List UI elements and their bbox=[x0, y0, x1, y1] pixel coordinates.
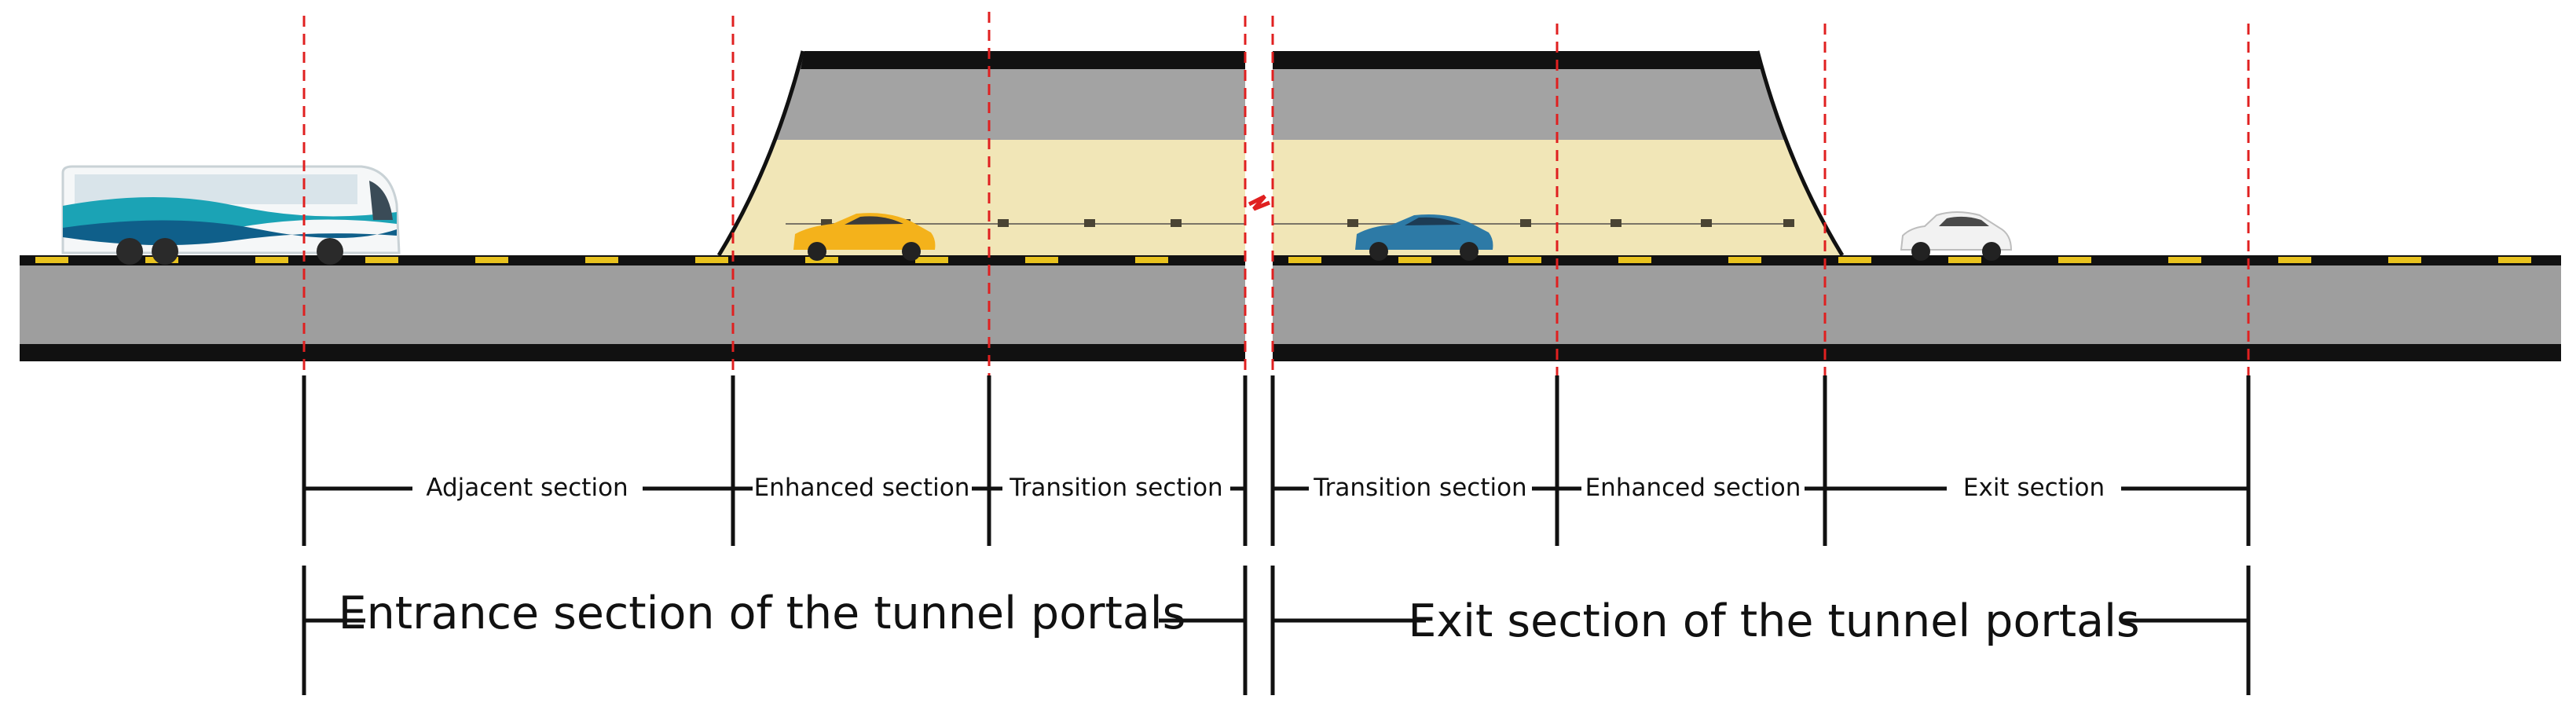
label-exit-group: Exit section of the tunnel portals bbox=[1408, 595, 2139, 647]
lane-dash bbox=[1948, 257, 1981, 263]
white-car-wheel-1 bbox=[1911, 242, 1930, 261]
section-dimension-lines bbox=[302, 375, 2251, 546]
lane-dash bbox=[1838, 257, 1871, 263]
lane-dash bbox=[915, 257, 948, 263]
lane-dash bbox=[585, 257, 618, 263]
lane-dash bbox=[35, 257, 68, 263]
yellow-car-body bbox=[793, 213, 936, 250]
yellow-car-wheel-2 bbox=[902, 242, 921, 261]
tunnel-ceiling-right bbox=[1273, 51, 1787, 140]
yellow-car-wheel-1 bbox=[808, 242, 826, 261]
road-top-edge-left bbox=[20, 255, 1245, 265]
lane-dash bbox=[2168, 257, 2201, 263]
lane-dash bbox=[475, 257, 508, 263]
lane-dash bbox=[1288, 257, 1321, 263]
lane-dash bbox=[255, 257, 288, 263]
section-boundaries bbox=[302, 12, 2250, 377]
lane-dash bbox=[2058, 257, 2091, 263]
tunnel-entrance-structure bbox=[716, 50, 1245, 257]
tunnel-roof-left bbox=[801, 51, 1245, 69]
road bbox=[20, 255, 2561, 361]
blue-car-window bbox=[1405, 217, 1461, 225]
lane-dash bbox=[2498, 257, 2531, 263]
light-fixture bbox=[1701, 219, 1712, 227]
road-base-left bbox=[20, 344, 1245, 361]
blue-car-wheel-1 bbox=[1369, 242, 1388, 261]
blue-car-icon bbox=[1355, 214, 1493, 261]
light-fixture bbox=[998, 219, 1009, 227]
label-transition-section-in: Transition section bbox=[1009, 474, 1222, 502]
white-car-body bbox=[1900, 211, 2013, 251]
label-enhanced-section-in: Enhanced section bbox=[754, 474, 970, 502]
white-car-window bbox=[1939, 216, 1989, 226]
lane-dash bbox=[365, 257, 398, 263]
lane-dash bbox=[1508, 257, 1541, 263]
lane-dash bbox=[1618, 257, 1651, 263]
light-fixture bbox=[1520, 219, 1531, 227]
tunnel-roof-right bbox=[1273, 51, 1761, 69]
bus-wheel-1 bbox=[116, 238, 143, 265]
lane-dash bbox=[2278, 257, 2311, 263]
light-fixture bbox=[1610, 219, 1621, 227]
road-top-edge-right bbox=[1273, 255, 2561, 265]
lane-dash bbox=[695, 257, 728, 263]
lane-dash bbox=[1398, 257, 1431, 263]
label-adjacent-section: Adjacent section bbox=[426, 474, 628, 502]
break-zigzag bbox=[1248, 194, 1270, 211]
bus-icon bbox=[61, 165, 401, 265]
bus-blue-stripe bbox=[63, 220, 397, 246]
bus-wheel-2 bbox=[152, 238, 178, 265]
light-fixture bbox=[821, 219, 832, 227]
light-fixture bbox=[1347, 219, 1358, 227]
tunnel-portal-curve-left bbox=[716, 50, 805, 257]
label-enhanced-section-out: Enhanced section bbox=[1585, 474, 1801, 502]
break-gap bbox=[1245, 16, 1273, 361]
light-fixture bbox=[1084, 219, 1095, 227]
road-surface-right bbox=[1273, 265, 2561, 344]
blue-car-body bbox=[1355, 214, 1493, 250]
tunnel-ceiling-left bbox=[774, 51, 1245, 140]
light-fixture bbox=[1171, 219, 1182, 227]
lane-dash bbox=[805, 257, 838, 263]
road-base-right bbox=[1273, 344, 2561, 361]
yellow-car-icon bbox=[793, 213, 936, 261]
road-surface-left bbox=[20, 265, 1245, 344]
light-fixture bbox=[1783, 219, 1794, 227]
bus-windshield bbox=[369, 181, 393, 220]
label-exit-section: Exit section bbox=[1963, 474, 2105, 502]
white-car-wheel-2 bbox=[1982, 242, 2001, 261]
lane-dash bbox=[1135, 257, 1168, 263]
yellow-car-window bbox=[845, 216, 903, 225]
tunnel-portal-curve-right bbox=[1755, 50, 1845, 257]
bus-wheel-3 bbox=[317, 238, 343, 265]
lane-dash bbox=[2388, 257, 2421, 263]
label-transition-section-out: Transition section bbox=[1313, 474, 1526, 502]
blue-car-wheel-2 bbox=[1460, 242, 1479, 261]
white-car-icon bbox=[1900, 211, 2013, 261]
group-dimension-lines bbox=[302, 566, 2251, 695]
label-entrance-group: Entrance section of the tunnel portals bbox=[339, 588, 1186, 639]
break-mark-icon bbox=[1245, 16, 1273, 361]
lane-dash bbox=[1025, 257, 1058, 263]
lane-dash bbox=[1728, 257, 1761, 263]
